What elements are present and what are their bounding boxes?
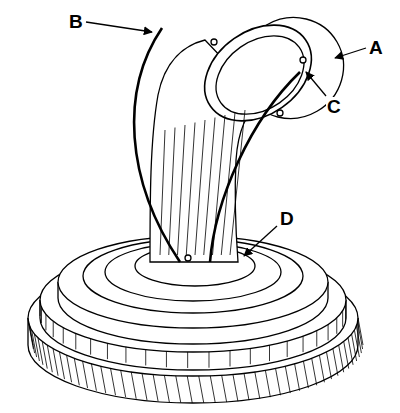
exploded-line [210, 72, 300, 262]
callout-letter: D [279, 209, 295, 228]
gear-tooth [295, 364, 300, 391]
leader-line [244, 226, 277, 256]
gear-tooth [74, 358, 79, 385]
gear-tooth [269, 345, 270, 361]
gear-tooth [287, 341, 288, 357]
leader-line [335, 48, 366, 58]
callout-letter: C [326, 97, 342, 116]
gear-tooth [67, 355, 72, 382]
gear-tooth [199, 376, 204, 403]
spline [186, 123, 195, 256]
gear-tooth [326, 352, 331, 379]
gear-tooth [345, 304, 346, 320]
gear-tooth [233, 374, 238, 401]
gear-tooth [342, 311, 343, 327]
gear-tooth [53, 321, 54, 337]
gear-tooth [142, 373, 147, 400]
gear-tooth [210, 376, 215, 403]
gear-tooth [336, 318, 337, 334]
gear-tooth [107, 343, 108, 359]
gear-tooth [344, 342, 349, 369]
gear-tooth [101, 366, 106, 393]
synchro-ring-inner [201, 20, 319, 131]
gear-tooth [187, 352, 188, 368]
gear-tooth [131, 372, 136, 399]
spline [169, 128, 175, 256]
gear-tooth [60, 352, 65, 379]
gear-tooth [145, 349, 146, 365]
ring-lug [211, 39, 217, 45]
gear-tooth [164, 375, 169, 402]
gear-tooth [328, 324, 329, 340]
gear-tooth [63, 328, 64, 344]
gear-tooth [208, 352, 209, 368]
gear-tooth [255, 372, 260, 399]
gear-tooth [285, 366, 290, 393]
gear-tooth [312, 358, 317, 385]
ring-lug [277, 110, 283, 116]
gear-tooth [45, 314, 46, 330]
gear-tooth [47, 345, 52, 372]
gear-tooth [222, 375, 227, 402]
gear-tooth [53, 349, 58, 376]
gear-tooth [40, 300, 41, 316]
gear-tooth [111, 368, 116, 395]
leader-line [86, 22, 152, 32]
gear-tooth [125, 347, 126, 363]
gear-tooth [354, 330, 359, 357]
gear-tooth [91, 364, 96, 391]
spline [230, 110, 245, 255]
synchro-ring [186, 5, 329, 140]
gear-tooth [34, 334, 39, 361]
gear-tooth [250, 348, 251, 364]
gear-tooth [303, 336, 304, 352]
gear-tooth [358, 318, 363, 345]
callout-letter: A [368, 38, 384, 57]
gear-tooth [42, 342, 47, 369]
gear-tooth [244, 373, 249, 400]
gear-tooth [358, 322, 363, 349]
gear-tooth [276, 368, 281, 395]
gear-tooth [339, 345, 344, 372]
gear-tooth [90, 339, 91, 355]
gear-tooth [75, 333, 76, 349]
callout-letter: B [68, 12, 84, 31]
exploded-line [134, 28, 180, 262]
gear-tooth [41, 307, 42, 323]
seat-lug [185, 255, 191, 261]
gear-tooth [230, 350, 231, 366]
gear-tooth [30, 326, 35, 353]
spline [195, 120, 205, 255]
gear-tooth [333, 349, 338, 376]
gear-tooth [265, 370, 270, 397]
gear-tooth [176, 376, 181, 403]
gear-tooth [166, 351, 167, 367]
spline [178, 125, 186, 255]
ring-lug [300, 57, 306, 63]
gear-tooth [303, 361, 308, 388]
gear-tooth [121, 370, 126, 397]
leader-line [306, 72, 326, 96]
gear-tooth [348, 338, 353, 365]
gear-tooth [316, 331, 317, 347]
gear-tooth [187, 376, 192, 403]
gear-tooth [319, 355, 324, 382]
gear-tooth [83, 361, 88, 388]
gear-tooth [153, 374, 158, 401]
